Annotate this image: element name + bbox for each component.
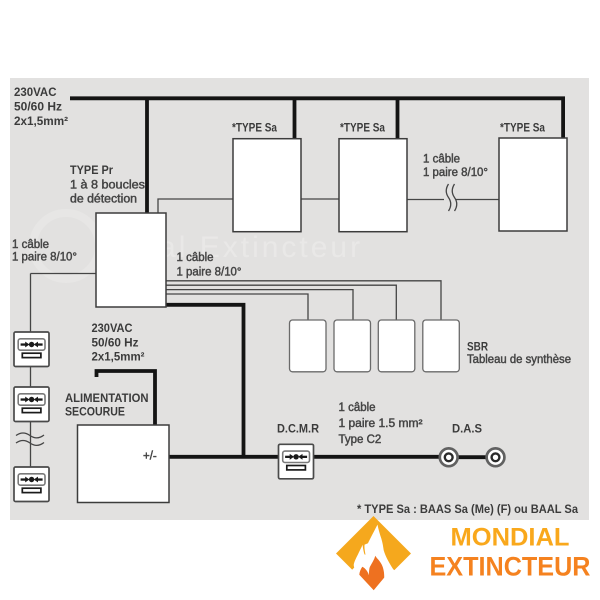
- svg-text:1 à 8 boucles: 1 à 8 boucles: [70, 180, 145, 192]
- svg-text:*TYPE Sa: *TYPE Sa: [232, 121, 277, 135]
- svg-text:SBR: SBR: [467, 340, 488, 354]
- svg-text:1 paire 8/10°: 1 paire 8/10°: [177, 267, 242, 279]
- svg-text:*TYPE Sa: *TYPE Sa: [340, 121, 385, 135]
- svg-text:+/-: +/-: [143, 451, 157, 463]
- svg-text:EXTINCTEUR: EXTINCTEUR: [430, 552, 591, 582]
- svg-text:230VAC: 230VAC: [14, 85, 57, 99]
- svg-text:de détection: de détection: [70, 194, 137, 206]
- svg-text:ALIMENTATION: ALIMENTATION: [65, 391, 149, 405]
- svg-text:*TYPE Sa: *TYPE Sa: [500, 121, 545, 135]
- svg-text:1 paire 8/10°: 1 paire 8/10°: [423, 167, 488, 179]
- svg-text:2x1,5mm²: 2x1,5mm²: [14, 114, 68, 128]
- svg-text:2x1,5mm²: 2x1,5mm²: [92, 350, 145, 364]
- svg-text:1 paire 1.5 mm²: 1 paire 1.5 mm²: [339, 418, 423, 430]
- svg-text:D.C.M.R: D.C.M.R: [277, 422, 319, 436]
- svg-text:50/60 Hz: 50/60 Hz: [14, 100, 62, 114]
- svg-text:D.A.S: D.A.S: [452, 422, 482, 436]
- svg-text:1 câble: 1 câble: [423, 154, 460, 166]
- svg-text:MONDIAL: MONDIAL: [451, 524, 570, 552]
- svg-text:1 câble: 1 câble: [339, 402, 376, 414]
- svg-text:* TYPE Sa : BAAS Sa (Me) (F) o: * TYPE Sa : BAAS Sa (Me) (F) ou BAAL Sa: [357, 502, 578, 516]
- svg-text:1 câble: 1 câble: [177, 252, 214, 264]
- svg-text:Type C2: Type C2: [339, 434, 382, 446]
- svg-text:50/60 Hz: 50/60 Hz: [92, 336, 139, 350]
- svg-text:1 paire 8/10°: 1 paire 8/10°: [12, 252, 77, 264]
- svg-text:SECOURUE: SECOURUE: [65, 405, 125, 419]
- svg-text:1 câble: 1 câble: [12, 239, 49, 251]
- svg-text:230VAC: 230VAC: [92, 321, 133, 335]
- svg-text:TYPE Pr: TYPE Pr: [70, 163, 113, 177]
- svg-text:Tableau de synthèse: Tableau de synthèse: [467, 354, 571, 366]
